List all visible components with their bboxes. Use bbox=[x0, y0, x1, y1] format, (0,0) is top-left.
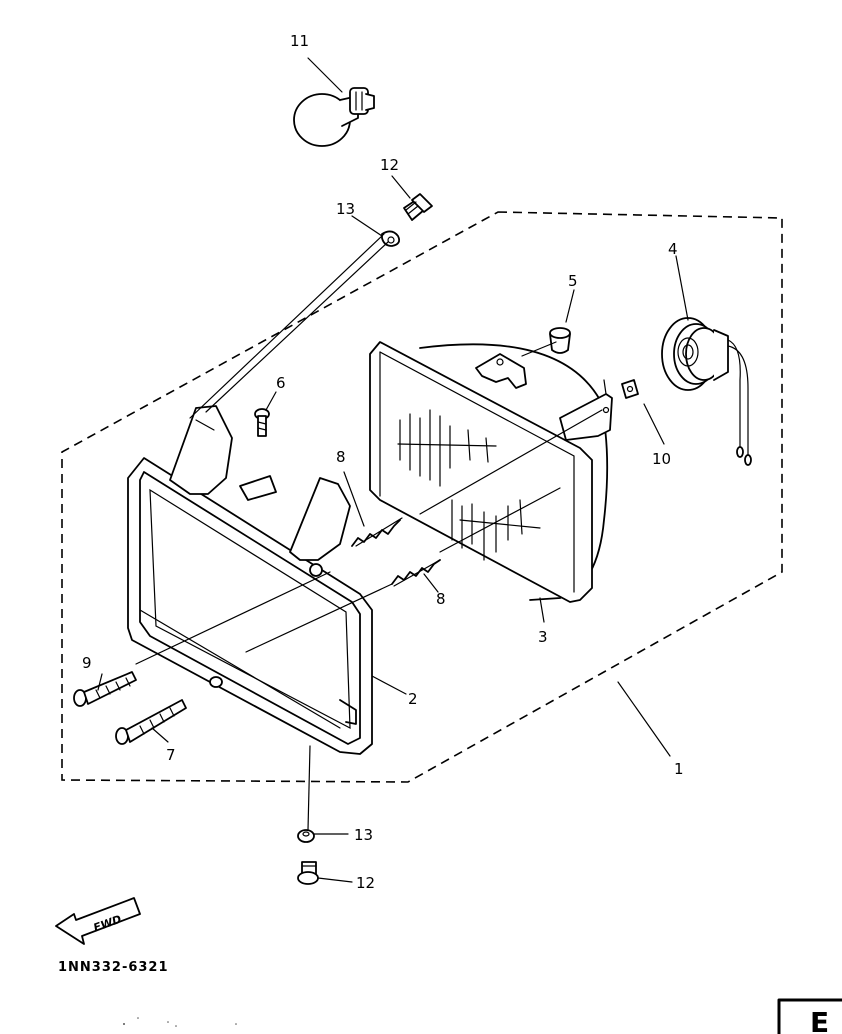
clip-top bbox=[381, 230, 401, 247]
spring-upper bbox=[351, 517, 403, 547]
callout-11: 11 bbox=[290, 32, 309, 50]
callout-5: 5 bbox=[568, 272, 578, 290]
callout-4: 4 bbox=[668, 240, 678, 258]
spring-lower bbox=[391, 559, 441, 587]
scan-specks bbox=[123, 1017, 237, 1027]
axis-lines bbox=[135, 233, 603, 831]
sheet-letter: E bbox=[810, 1006, 829, 1034]
diagram-code: 1NN332-6321 bbox=[58, 960, 169, 975]
screw-bottom bbox=[297, 861, 319, 885]
headlight-rim bbox=[127, 405, 373, 755]
nut-bottom bbox=[297, 829, 315, 843]
screw-6 bbox=[254, 408, 270, 437]
callout-9: 9 bbox=[82, 654, 92, 672]
screw-top bbox=[403, 193, 433, 221]
screw-7 bbox=[115, 699, 187, 745]
callout-2: 2 bbox=[408, 690, 418, 708]
sheet-letter-box: E bbox=[777, 998, 842, 1034]
callout-10: 10 bbox=[652, 450, 671, 468]
callout-12-top: 12 bbox=[380, 156, 399, 174]
socket bbox=[661, 317, 752, 466]
rubber-cap bbox=[549, 327, 571, 354]
screw-9 bbox=[73, 671, 137, 707]
bulb bbox=[293, 87, 375, 147]
callout-1: 1 bbox=[674, 760, 684, 778]
leader-lines bbox=[97, 57, 689, 883]
callout-6: 6 bbox=[276, 374, 286, 392]
callout-7: 7 bbox=[166, 746, 176, 764]
assembly-boundary bbox=[61, 211, 783, 783]
callout-13-bottom: 13 bbox=[354, 826, 373, 844]
callout-12-bottom: 12 bbox=[356, 874, 375, 892]
callout-3: 3 bbox=[538, 628, 548, 646]
callout-8-lower: 8 bbox=[436, 590, 446, 608]
adjuster-clip bbox=[621, 379, 639, 399]
headlight-unit bbox=[369, 341, 613, 603]
callout-13-top: 13 bbox=[336, 200, 355, 218]
callout-8-upper: 8 bbox=[336, 448, 346, 466]
fwd-arrow-icon: FWD bbox=[55, 897, 141, 945]
